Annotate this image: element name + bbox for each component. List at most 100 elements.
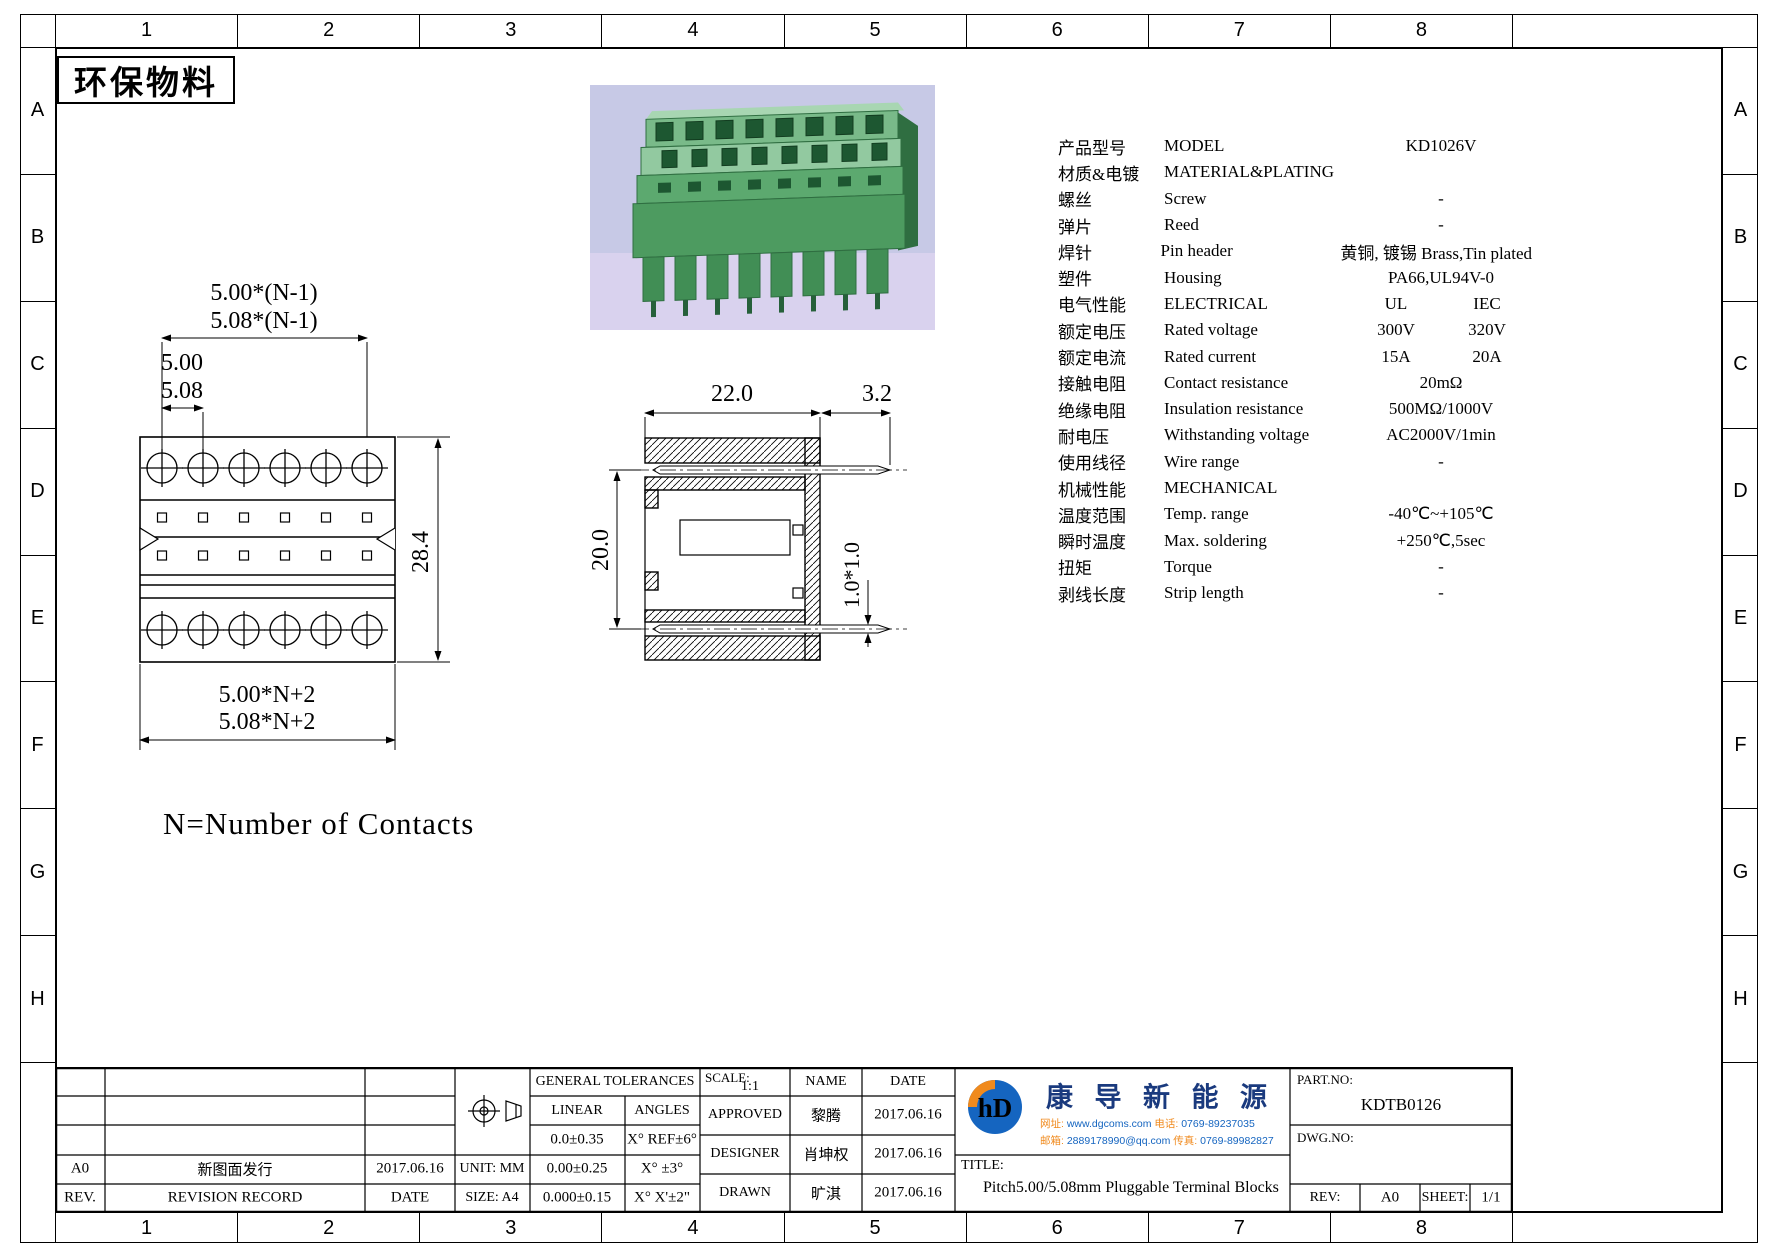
logo-text: hD xyxy=(978,1093,1013,1123)
zone-row: B xyxy=(1723,175,1758,302)
title-block-grid xyxy=(55,1067,1513,1213)
tel-value: 0769-89237035 xyxy=(1181,1118,1255,1130)
spec-en: Contact resistance xyxy=(1164,372,1289,392)
zone-row: H xyxy=(1723,936,1758,1063)
mail-label: 邮箱: xyxy=(1040,1135,1064,1147)
front-view-drawing: 5.00*(N-1) 5.08*(N-1) 5.00 5.08 xyxy=(139,280,450,750)
zone-rows-left: A B C D E F G H xyxy=(20,47,55,1063)
zone-columns-bottom: 1 2 3 4 5 6 7 8 xyxy=(55,1213,1513,1243)
eco-material-label: 环保物料 xyxy=(74,64,218,101)
zone-column-label: 1 xyxy=(141,1216,153,1239)
dim-pitch-2: 5.08 xyxy=(161,378,203,404)
spec-row: 弹片 Reed - xyxy=(1058,212,1532,238)
spec-value-1: - xyxy=(1438,583,1444,603)
spec-value-1: - xyxy=(1438,215,1444,235)
zone-columns-top: 1 2 3 4 5 6 7 8 xyxy=(55,14,1513,47)
zone-row-label: F xyxy=(1734,733,1747,756)
zone-row-label: E xyxy=(30,606,45,629)
zone-column: 1 xyxy=(56,14,239,47)
revision-record: 新图面发行 xyxy=(197,1162,273,1179)
spec-value-2: 320V xyxy=(1468,320,1506,340)
zone-column: 5 xyxy=(785,1213,967,1243)
zone-row-label: C xyxy=(30,353,45,376)
spec-cn: 焊针 xyxy=(1058,243,1092,263)
zone-row: G xyxy=(20,809,55,937)
spec-en: Reed xyxy=(1164,215,1199,235)
zone-column: 1 xyxy=(56,1213,239,1243)
tolerance-angle-3: X° X'±2" xyxy=(634,1189,690,1206)
rev-label: REV: xyxy=(1309,1190,1341,1205)
spec-en: MATERIAL&PLATING xyxy=(1164,162,1334,182)
spec-value-1: 300V xyxy=(1377,320,1415,340)
eco-material-stamp: 环保物料 xyxy=(57,56,235,104)
dim-pin-length: 3.2 xyxy=(862,381,892,407)
zone-column: 4 xyxy=(602,14,785,47)
tolerance-linear-2: 0.00±0.25 xyxy=(546,1160,608,1177)
web-value: www.dgcoms.com xyxy=(1066,1118,1152,1130)
spec-value-1: - xyxy=(1438,188,1444,208)
spec-cn: 使用线径 xyxy=(1058,454,1126,474)
spec-value-1: - xyxy=(1438,556,1444,576)
height-dimension: 28.4 xyxy=(397,436,450,663)
zone-column-label: 7 xyxy=(1233,19,1245,41)
zone-column-label: 6 xyxy=(1051,19,1063,41)
zone-column-label: 4 xyxy=(687,1216,699,1239)
zone-row-label: H xyxy=(30,987,45,1010)
zone-row-label: B xyxy=(1733,226,1748,249)
sheet-value: 1/1 xyxy=(1481,1189,1501,1206)
tolerances-col-linear: LINEAR xyxy=(551,1103,603,1118)
zone-row: H xyxy=(20,936,55,1063)
dim-pitch-1: 5.00 xyxy=(161,350,203,376)
zone-column-label: 3 xyxy=(505,19,517,41)
spec-cn: 弹片 xyxy=(1058,217,1092,237)
spec-cn: 额定电流 xyxy=(1058,349,1126,369)
spec-value-1: 黄铜, 镀锡 Brass,Tin plated xyxy=(1340,243,1532,263)
side-view-drawing: 22.0 3.2 xyxy=(588,381,907,661)
zone-column: 3 xyxy=(420,1213,603,1243)
revision-header-record: REVISION RECORD xyxy=(167,1189,303,1206)
product-photo xyxy=(590,85,935,330)
contacts-note: N=Number of Contacts xyxy=(163,806,475,841)
dim-width-2: 5.08*N+2 xyxy=(219,709,316,735)
spec-value-1: -40℃~+105℃ xyxy=(1388,504,1494,524)
dim-pitch-total-1: 5.00*(N-1) xyxy=(210,280,317,306)
spec-value-1: 500MΩ/1000V xyxy=(1388,399,1494,419)
title-label: TITLE: xyxy=(961,1158,1004,1173)
designer-date: 2017.06.16 xyxy=(874,1145,942,1162)
pin-holes xyxy=(139,512,396,561)
zone-row: D xyxy=(20,429,55,556)
spec-en: Withstanding voltage xyxy=(1164,425,1310,445)
zone-row: C xyxy=(20,302,55,429)
spec-cn: 螺丝 xyxy=(1058,191,1092,211)
company-contact-line1: 网址: www.dgcoms.com 电话: 0769-89237035 xyxy=(1040,1116,1255,1131)
mail-value: 2889178990@qq.com xyxy=(1066,1135,1171,1147)
zone-column: 7 xyxy=(1149,1213,1331,1243)
approved-label: APPROVED xyxy=(708,1107,782,1122)
zone-column-label: 4 xyxy=(687,19,699,41)
zone-column: 6 xyxy=(967,1213,1149,1243)
spec-cn: 产品型号 xyxy=(1058,138,1126,158)
zone-row-label: H xyxy=(1733,987,1748,1010)
zone-row-label: B xyxy=(30,226,45,249)
section-walls xyxy=(644,437,821,661)
spec-value-1: AC2000V/1min xyxy=(1386,425,1496,445)
spec-value-1: +250℃,5sec xyxy=(1396,530,1486,550)
drawn-label: DRAWN xyxy=(719,1185,771,1200)
dim-width-1: 5.00*N+2 xyxy=(219,682,316,708)
zone-column-label: 1 xyxy=(141,19,153,41)
spec-en: Torque xyxy=(1164,556,1212,576)
spec-en: Temp. range xyxy=(1164,504,1249,524)
zone-column: 8 xyxy=(1331,1213,1513,1243)
zone-row-label: G xyxy=(29,860,46,883)
